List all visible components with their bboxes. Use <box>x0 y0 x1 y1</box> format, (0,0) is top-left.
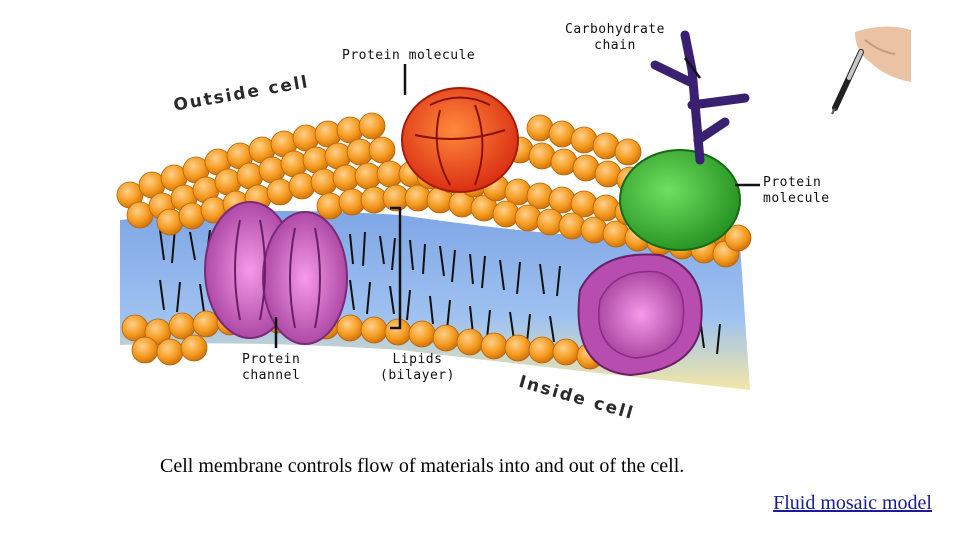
leader-lines <box>274 57 760 348</box>
label-protein-channel-line1: Protein <box>242 352 301 367</box>
slide-caption: Cell membrane controls flow of materials… <box>160 455 685 477</box>
label-carbohydrate-line2: chain <box>594 38 636 53</box>
label-protein-right-line2: molecule <box>763 191 830 206</box>
pen-hand-icon <box>815 22 911 118</box>
label-protein-channel-line2: channel <box>242 368 301 383</box>
label-lipids-line1: Lipids <box>392 352 443 367</box>
protein-channel <box>204 201 348 345</box>
label-carbohydrate-chain: Carbohydrate chain <box>565 22 665 54</box>
fluid-mosaic-model-link[interactable]: Fluid mosaic model <box>773 492 932 514</box>
protein-channel-right <box>577 253 703 377</box>
protein-molecule-top <box>401 87 519 193</box>
label-lipids-line2: (bilayer) <box>380 368 455 383</box>
label-protein-channel: Protein channel <box>242 352 300 384</box>
cell-membrane-diagram <box>116 30 760 390</box>
label-protein-molecule-top: Protein molecule <box>342 48 476 63</box>
label-lipids: Lipids (bilayer) <box>380 352 455 384</box>
carbohydrate-chain <box>650 30 750 165</box>
label-protein-molecule-right: Protein molecule <box>763 175 830 207</box>
label-carbohydrate-line1: Carbohydrate <box>565 22 665 37</box>
protein-molecule-right <box>619 149 741 251</box>
label-protein-right-line1: Protein <box>763 175 822 190</box>
